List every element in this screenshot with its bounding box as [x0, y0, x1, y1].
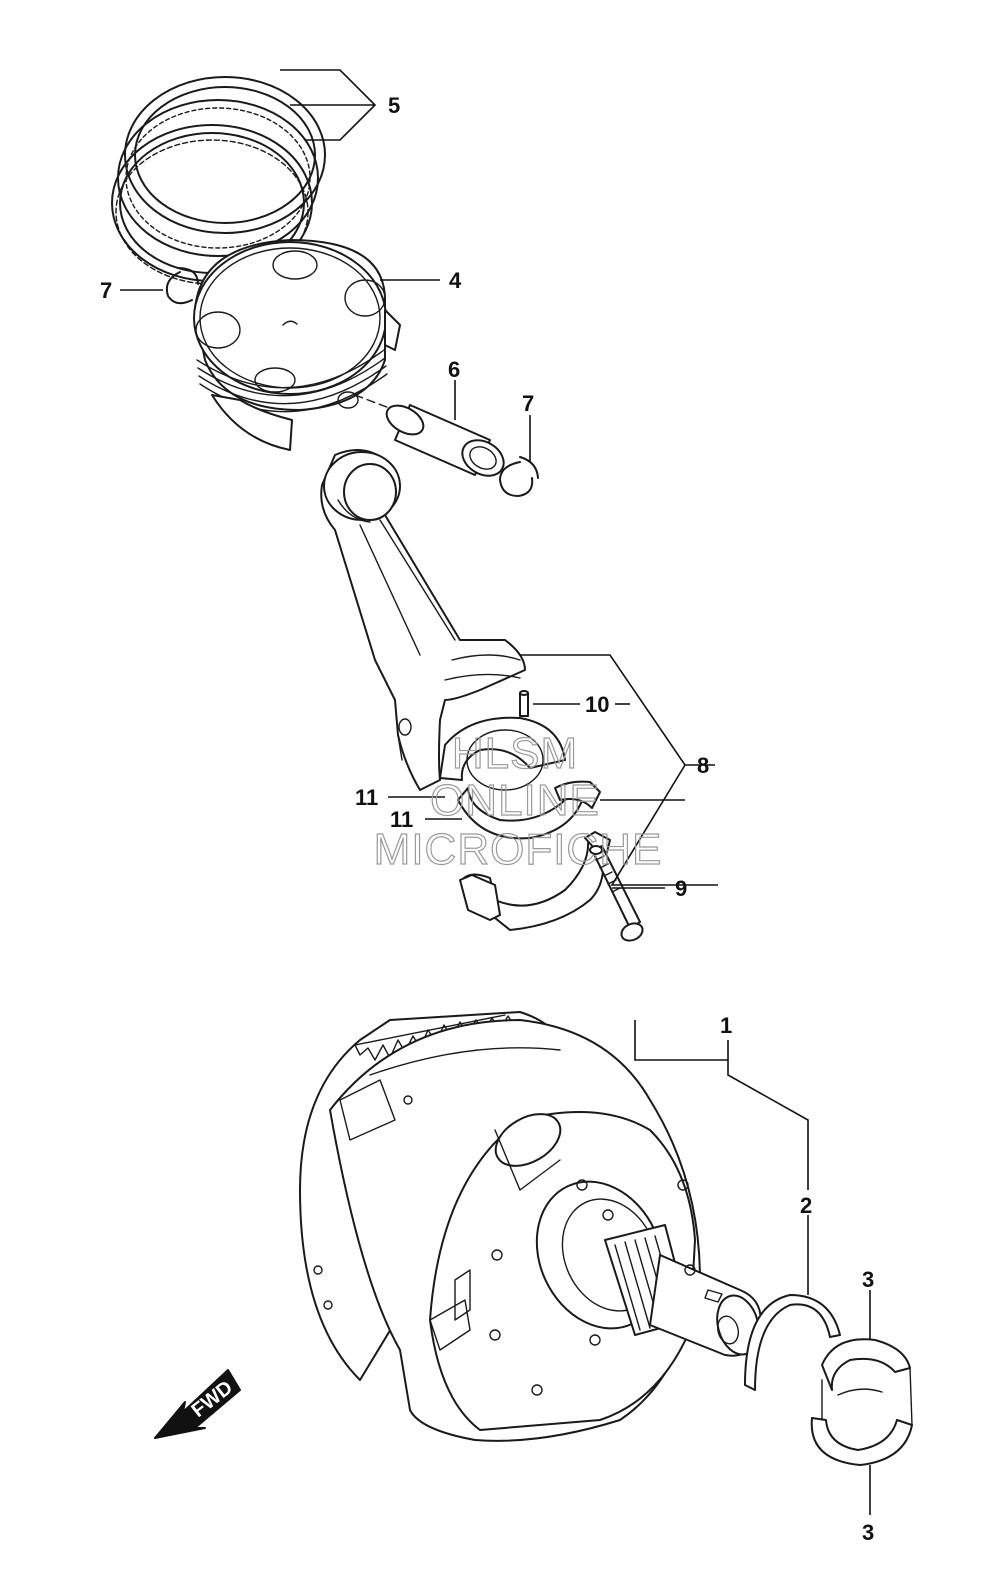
watermark: HLSM ONLINE MICROFICHE: [373, 728, 663, 874]
leader-lines: [120, 69, 871, 1515]
callout-2: 2: [800, 1193, 812, 1218]
connecting-rod-illustration: [320, 449, 644, 942]
crankshaft-illustration: [299, 1011, 762, 1442]
watermark-line-2: ONLINE: [430, 776, 600, 825]
watermark-line-3: MICROFICHE: [374, 825, 663, 874]
fwd-direction-arrow: FWD: [154, 1369, 241, 1439]
watermark-line-1: HLSM: [452, 729, 578, 778]
callout-7-right: 7: [522, 391, 534, 416]
callout-8: 8: [697, 753, 709, 778]
callout-3-bottom: 3: [862, 1520, 874, 1545]
piston-pin-circlip-left: [165, 267, 199, 305]
callout-9: 9: [675, 876, 687, 901]
piston-pin-circlip-right: [499, 456, 539, 497]
callout-7-left: 7: [100, 278, 112, 303]
callout-1: 1: [720, 1013, 732, 1038]
piston-illustration: [193, 239, 401, 451]
piston-pin-illustration: [354, 394, 505, 477]
crankshaft-bearing-illustration: [810, 1338, 913, 1466]
callout-3-top: 3: [862, 1267, 874, 1292]
web-bolt-holes: [313, 1095, 696, 1396]
callout-11-upper: 11: [355, 785, 378, 810]
callout-5: 5: [388, 93, 400, 118]
callout-labels: 5 4 7 6 7 10 8 11 11 9 1 2 3 3: [100, 93, 874, 1545]
callout-6: 6: [448, 357, 460, 382]
callout-4: 4: [449, 268, 462, 293]
callout-10: 10: [585, 692, 609, 717]
callout-11-lower: 11: [390, 807, 413, 832]
thrust-washer-illustration: [744, 1294, 841, 1391]
